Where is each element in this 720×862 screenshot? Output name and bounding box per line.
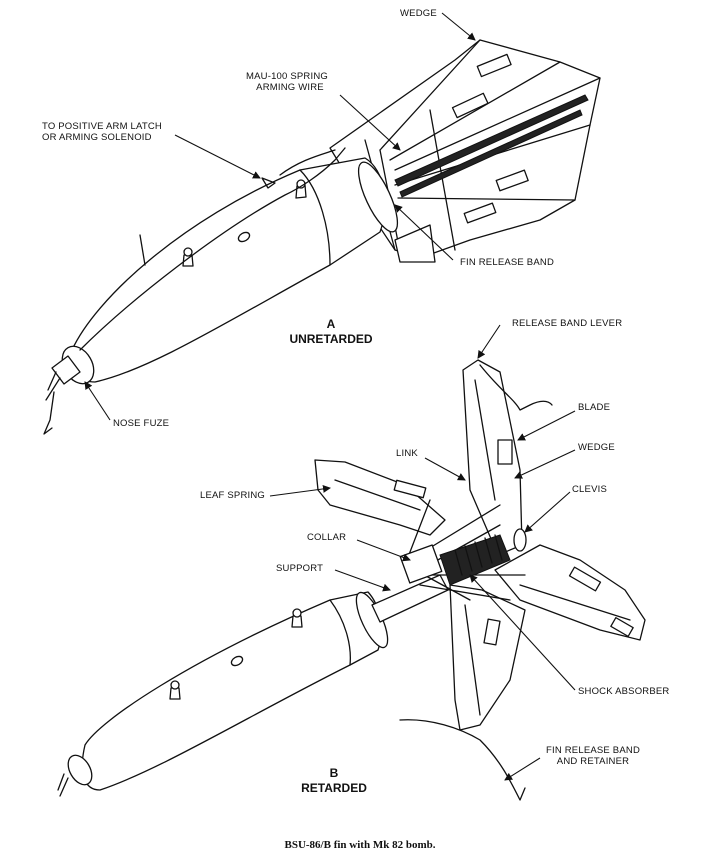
label-nose-fuze: NOSE FUZE: [113, 418, 170, 429]
figure-b-title: B RETARDED: [279, 766, 389, 796]
label-wedge-a: WEDGE: [400, 8, 437, 19]
label-blade: BLADE: [578, 402, 611, 413]
retarded-bomb-drawing: [57, 359, 646, 801]
release-band-wire: [479, 364, 553, 411]
label-fin-release-band-b-line1: FIN RELEASE BAND: [546, 745, 641, 756]
label-link: LINK: [396, 448, 418, 459]
bomb-body-b: [57, 591, 389, 797]
tail-fin-assembly-a: [329, 39, 601, 263]
label-shock-absorber: SHOCK ABSORBER: [578, 686, 670, 697]
label-arming-wire-line2: ARMING WIRE: [256, 82, 324, 93]
label-arm-latch: TO POSITIVE ARM LATCH OR ARMING SOLENOID: [42, 121, 162, 143]
label-fin-release-band-b: FIN RELEASE BAND AND RETAINER: [546, 745, 640, 767]
figure-caption: BSU-86/B fin with Mk 82 bomb.: [284, 839, 436, 851]
label-arm-latch-line2: OR ARMING SOLENOID: [42, 132, 152, 143]
figure-b-letter: B: [329, 766, 339, 780]
label-release-band-lever: RELEASE BAND LEVER: [512, 318, 623, 329]
unretarded-bomb-drawing: [43, 39, 601, 435]
fin-blades-b: [314, 359, 646, 731]
label-arming-wire-line1: MAU-100 SPRING: [246, 71, 328, 82]
label-fin-release-band-a: FIN RELEASE BAND: [460, 257, 555, 268]
fin-release-band-retainer: [399, 719, 526, 801]
label-fin-release-band-b-line2: AND RETAINER: [556, 756, 630, 767]
figure-a-caption: UNRETARDED: [289, 332, 373, 346]
bomb-body-a: [43, 147, 399, 435]
leader-lines: [84, 12, 576, 781]
figure-a-title: A UNRETARDED: [276, 317, 386, 347]
label-arm-latch-line1: TO POSITIVE ARM LATCH: [42, 121, 162, 132]
label-wedge-b: WEDGE: [578, 442, 615, 453]
label-clevis: CLEVIS: [572, 484, 607, 495]
figure-a-letter: A: [326, 317, 336, 331]
figure-b-caption: RETARDED: [301, 781, 367, 795]
label-support: SUPPORT: [276, 563, 324, 574]
label-arming-wire: MAU-100 SPRING ARMING WIRE: [246, 71, 328, 93]
label-leaf-spring: LEAF SPRING: [200, 490, 266, 501]
label-collar: COLLAR: [307, 532, 347, 543]
